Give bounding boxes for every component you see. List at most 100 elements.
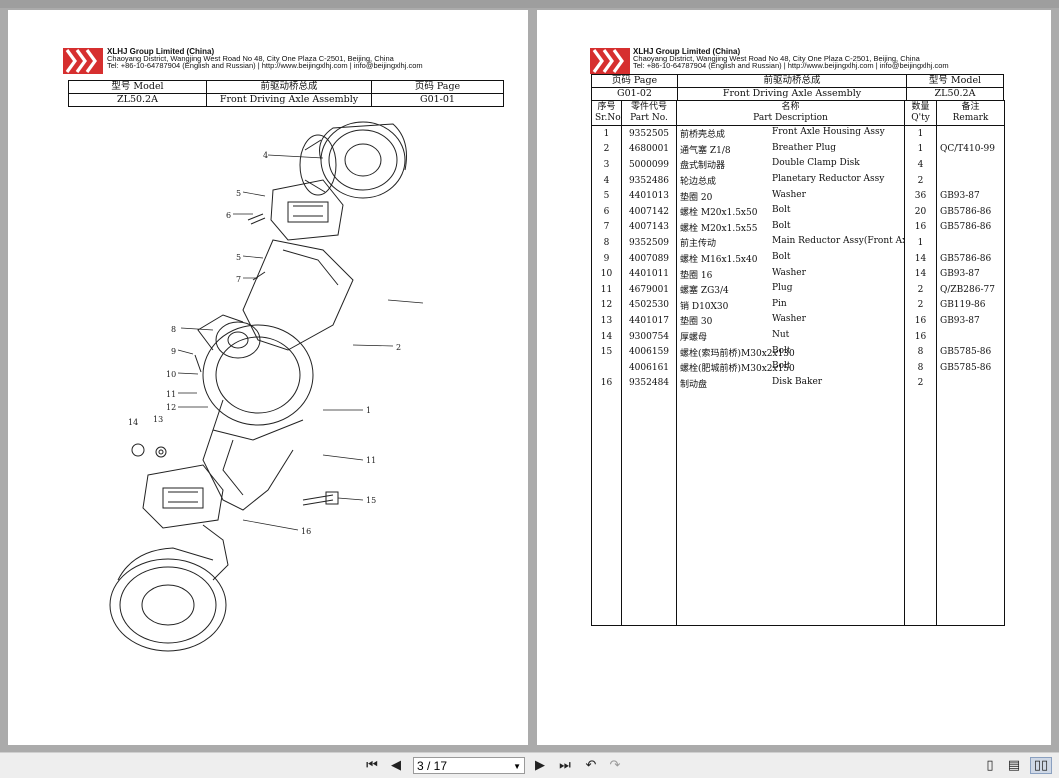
model-value: ZL50.2A xyxy=(68,93,207,107)
callout-label: 2 xyxy=(396,343,401,352)
srno-cell: 6 xyxy=(591,203,622,220)
qty-cell: 2 xyxy=(904,297,937,314)
description-en: Washer xyxy=(772,314,806,325)
blank-cell xyxy=(904,578,937,594)
blank-cell xyxy=(591,547,622,563)
remark-cell: QC/T410-99 xyxy=(936,141,1005,158)
qty-cell: 1 xyxy=(904,235,937,251)
next-page-icon[interactable]: ▶ xyxy=(535,758,545,773)
blank-cell xyxy=(676,406,905,423)
upper-caliper-drawing xyxy=(270,179,344,241)
blank-cell xyxy=(936,406,1005,423)
qty-cell: 8 xyxy=(904,344,937,360)
qty-cell: 20 xyxy=(904,203,937,220)
blank-cell xyxy=(591,531,622,548)
blank-cell xyxy=(904,593,937,610)
blank-cell xyxy=(621,484,677,501)
part-number-cell: 4007089 xyxy=(621,250,677,267)
company-block: XLHJ Group Limited (China) Chaoyang Dist… xyxy=(633,48,949,70)
top-hub-drawing xyxy=(299,121,407,199)
blank-cell xyxy=(676,531,905,548)
last-page-icon[interactable]: ⏭ xyxy=(559,758,571,773)
srno-cell xyxy=(591,359,622,376)
blank-cell xyxy=(936,437,1005,454)
description-en: Bolt xyxy=(772,345,791,356)
qty-cell: 8 xyxy=(904,359,937,376)
previous-page-icon[interactable]: ◀ xyxy=(391,758,401,773)
blank-cell xyxy=(591,609,622,627)
model-value: ZL50.2A xyxy=(906,87,1004,101)
company-contact: Tel: +86-10-64787904 (English and Russia… xyxy=(633,61,949,70)
part-number-cell: 4007143 xyxy=(621,219,677,236)
qty-cell: 2 xyxy=(904,172,937,189)
single-page-view-icon[interactable]: ▯ xyxy=(986,758,994,773)
description-cn: 前桥壳总成 xyxy=(680,130,726,141)
srno-cell: 14 xyxy=(591,328,622,345)
chevron-down-icon: ▼ xyxy=(513,762,521,771)
go-back-view-icon[interactable]: ↶ xyxy=(585,758,597,773)
part-number-cell: 5000099 xyxy=(621,157,677,173)
blank-cell xyxy=(936,469,1005,485)
blank-cell xyxy=(621,562,677,579)
page-number-select[interactable]: 3 / 17 ▼ xyxy=(413,757,525,774)
blank-row xyxy=(591,469,1005,485)
page-value: G01-02 xyxy=(591,87,678,101)
part-number-cell: 4679001 xyxy=(621,281,677,298)
blank-cell xyxy=(936,515,1005,532)
callout-label: 7 xyxy=(236,275,241,284)
remark-cell xyxy=(936,157,1005,173)
blank-cell xyxy=(936,562,1005,579)
blank-cell xyxy=(676,578,905,594)
description-cn: 螺栓 M20x1.5x50 xyxy=(680,208,758,219)
blank-cell xyxy=(676,593,905,610)
description-en: Bolt xyxy=(772,252,791,263)
go-forward-view-icon[interactable]: ↷ xyxy=(609,758,621,773)
qty-cell: 2 xyxy=(904,375,937,392)
blank-cell xyxy=(936,593,1005,610)
description-cn: 制动盘 xyxy=(680,379,708,390)
main-housing-drawing xyxy=(197,314,314,441)
description-cn: 螺栓 M16x1.5x40 xyxy=(680,255,758,266)
blank-cell xyxy=(621,547,677,563)
blank-cell xyxy=(591,515,622,532)
description-en: Bolt xyxy=(772,361,791,372)
blank-cell xyxy=(904,469,937,485)
blank-cell xyxy=(904,422,937,438)
continuous-view-icon[interactable]: ▤ xyxy=(1007,758,1021,773)
blank-cell xyxy=(676,609,905,627)
bolt-6 xyxy=(247,213,266,225)
blank-cell xyxy=(676,547,905,563)
description-cn: 通气塞 Z1/8 xyxy=(680,145,731,156)
model-label: 型号 Model xyxy=(906,74,1004,88)
blank-cell xyxy=(591,484,622,501)
two-page-view-icon[interactable]: ▯▯ xyxy=(1030,757,1052,774)
blank-row xyxy=(591,453,1005,470)
first-page-icon[interactable]: ⏮ xyxy=(366,758,378,773)
blank-cell xyxy=(676,453,905,470)
page-value: G01-01 xyxy=(371,93,504,107)
company-contact: Tel: +86-10-64787904 (English and Russia… xyxy=(107,61,423,70)
remark-cell: GB93-87 xyxy=(936,188,1005,204)
srno-cell: 5 xyxy=(591,188,622,204)
blank-cell xyxy=(591,562,622,579)
description-cn: 垫圈 20 xyxy=(680,192,713,203)
description-en: Front Axle Housing Assy xyxy=(772,127,885,138)
srno-cell: 15 xyxy=(591,344,622,360)
description-en: Double Clamp Disk xyxy=(772,158,860,169)
title-cn: 前驱动桥总成 xyxy=(206,80,372,94)
description-en: Breather Plug xyxy=(772,142,837,153)
remark-cell xyxy=(936,235,1005,251)
qty-cell: 14 xyxy=(904,266,937,282)
